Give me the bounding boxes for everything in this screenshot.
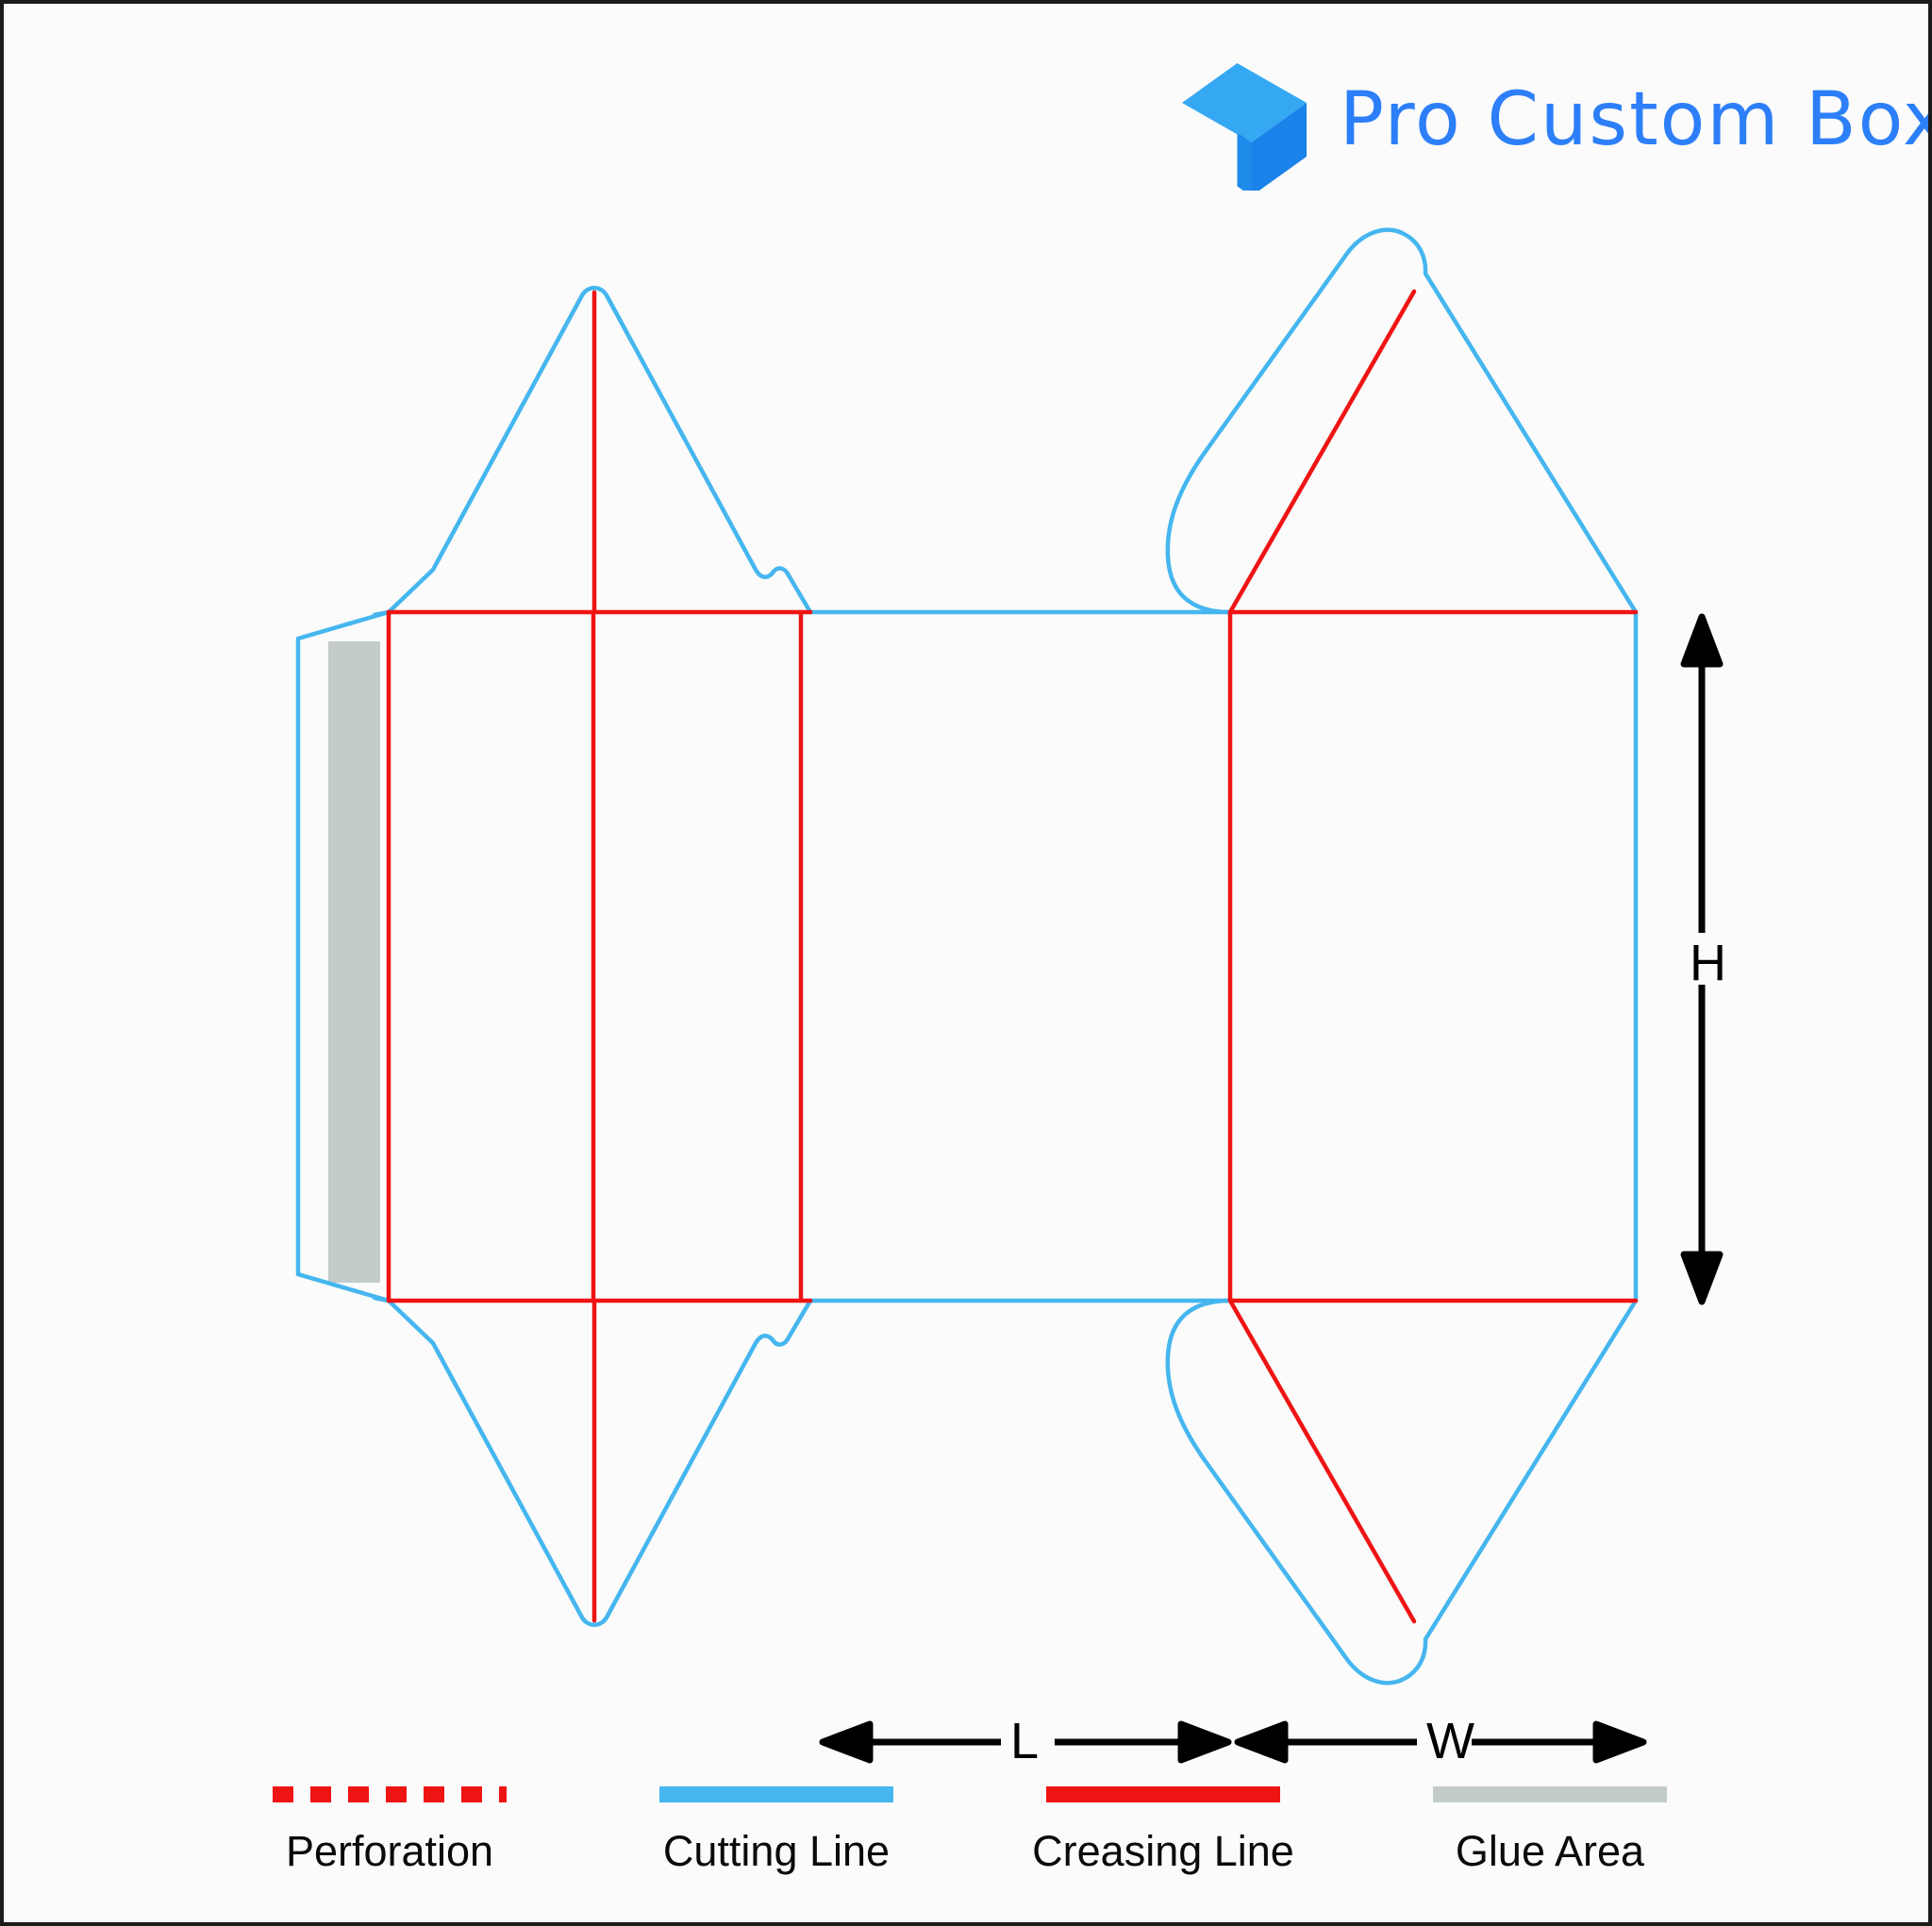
bottom-right-flap-crease [1227,1298,1417,1624]
legend-label-cutting-line: Cutting Line [662,1827,891,1875]
top-left-flap-outline [372,286,813,618]
legend-label-creasing-line: Creasing Line [1032,1827,1294,1875]
glue-flap-outline [295,609,391,1303]
brand-name: Pro Custom Box [1340,77,1932,162]
glue-area-rect [328,641,380,1283]
legend: Perforation Cutting Line Creasing Line G… [4,1786,1928,1876]
legend-item-cutting-line: Cutting Line [583,1786,970,1876]
top-right-flap-crease [1227,289,1417,615]
top-right-flap-outline [1165,227,1639,615]
brand-logo: Pro Custom Box [1174,49,1932,191]
bottom-right-flap-outline [1165,1298,1639,1685]
isometric-box-icon [1182,63,1307,191]
legend-item-glue-area: Glue Area [1357,1786,1743,1876]
dimension-arrow-L [819,1720,1232,1764]
creasing-lines [386,289,1639,1624]
dimension-label-length: L [1010,1713,1040,1769]
dimension-label-height: H [1690,935,1726,991]
glue-area-swatch-icon [1433,1786,1667,1802]
legend-label-perforation: Perforation [285,1827,494,1875]
legend-label-glue-area: Glue Area [1455,1827,1645,1875]
dieline-drawing [295,227,1724,1764]
dimension-arrow-W [1234,1720,1647,1764]
legend-item-perforation: Perforation [196,1786,583,1876]
legend-item-creasing-line: Creasing Line [970,1786,1357,1876]
cutting-line-swatch-icon [659,1786,893,1802]
dimension-arrow-H [1680,613,1724,1305]
dimension-arrows [819,613,1724,1764]
cutting-lines [295,227,1639,1685]
creasing-line-swatch-icon [1046,1786,1280,1802]
dimension-label-width: W [1426,1713,1474,1769]
bottom-left-flap-outline [372,1295,813,1627]
perforation-swatch-icon [273,1786,507,1802]
